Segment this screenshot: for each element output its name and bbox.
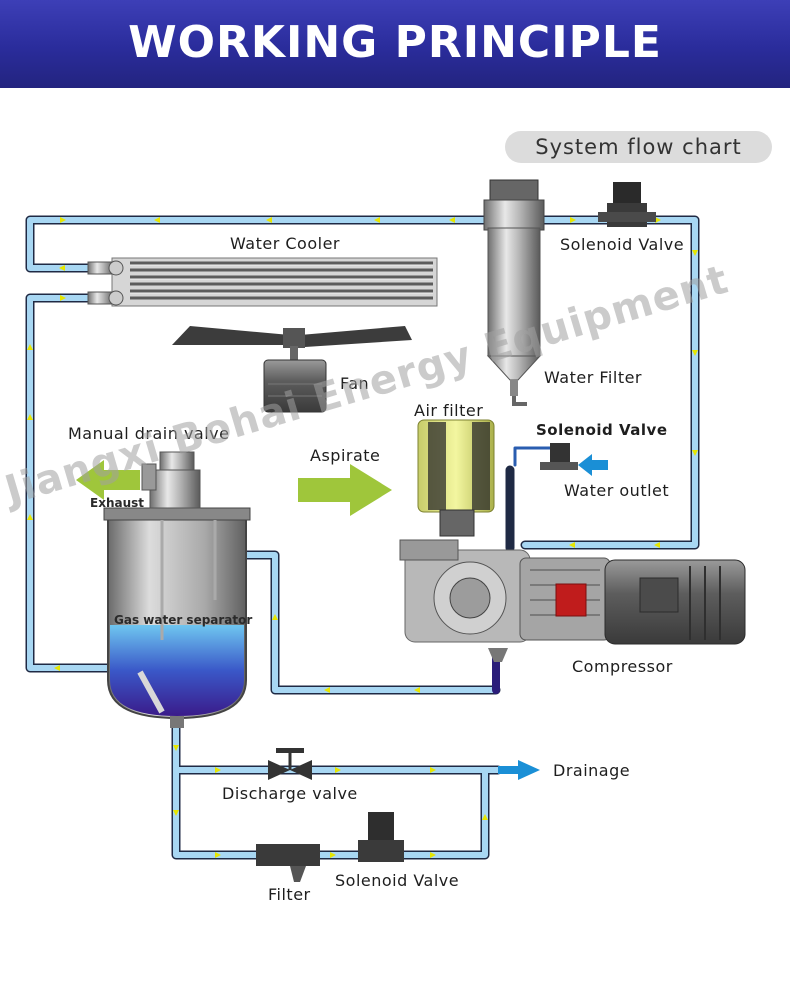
drainage-arrow — [498, 760, 540, 780]
page-title: WORKING PRINCIPLE — [128, 16, 662, 68]
water-cooler — [87, 257, 438, 307]
water-outlet-arrow — [578, 454, 608, 476]
subtitle-text: System flow chart — [535, 135, 742, 159]
label-solenoid-valve-mid: Solenoid Valve — [536, 421, 668, 439]
subtitle-pill: System flow chart — [505, 131, 772, 163]
label-solenoid-valve-top: Solenoid Valve — [560, 235, 685, 254]
compressor — [399, 539, 746, 662]
gas-water-separator — [103, 507, 251, 728]
label-water-filter: Water Filter — [544, 368, 643, 387]
label-exhaust: Exhaust — [90, 496, 144, 510]
flow-arrows — [27, 217, 698, 858]
label-aspirate: Aspirate — [310, 446, 381, 465]
fan — [172, 326, 412, 413]
filter-bottom — [256, 844, 320, 882]
header-banner: WORKING PRINCIPLE — [0, 0, 790, 88]
solenoid-valve-bottom — [358, 812, 404, 862]
label-drainage: Drainage — [553, 761, 631, 780]
exhaust-arrow — [76, 460, 140, 500]
label-solenoid-valve-bottom: Solenoid Valve — [335, 871, 460, 890]
water-filter — [483, 179, 545, 406]
solenoid-valve-mid — [540, 443, 578, 470]
label-water-cooler: Water Cooler — [230, 234, 340, 253]
label-discharge-valve: Discharge valve — [222, 784, 358, 803]
manual-drain-valve — [141, 451, 201, 509]
label-gas-water-separator: Gas water separator — [114, 613, 253, 627]
label-filter: Filter — [268, 885, 311, 904]
solenoid-valve-top — [598, 182, 656, 227]
label-compressor: Compressor — [572, 657, 673, 676]
air-filter — [417, 419, 495, 537]
label-fan: Fan — [340, 374, 370, 393]
label-air-filter: Air filter — [414, 401, 484, 420]
aspirate-arrow — [298, 464, 392, 516]
label-manual-drain-valve: Manual drain valve — [68, 424, 230, 443]
label-water-outlet: Water outlet — [564, 481, 670, 500]
discharge-valve — [268, 748, 312, 780]
